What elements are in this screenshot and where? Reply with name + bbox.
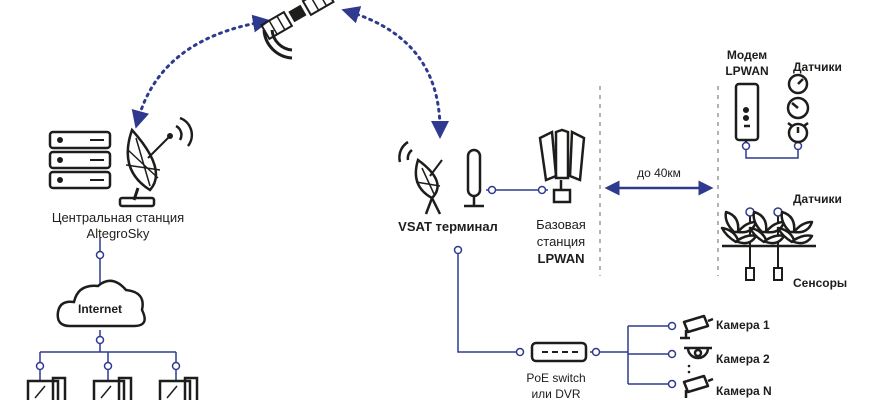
poe-line2: или DVR — [531, 387, 581, 400]
central-station-line2: AltegroSky — [86, 226, 150, 241]
central-station-label: Центральная станция AltegroSky — [52, 210, 184, 242]
client-computer-icon — [92, 376, 133, 400]
cloud-icon — [56, 279, 146, 328]
poe-switch-icon — [530, 341, 588, 363]
sensor-node-dots — [745, 207, 783, 217]
modem-icon — [734, 82, 760, 150]
vsat-poe-link — [453, 245, 525, 357]
vsat-antenna-icon — [464, 148, 484, 208]
satellite-link-right — [341, 6, 449, 139]
poe-switch-label: PoE switch или DVR — [526, 370, 585, 400]
base-station-line2: станция — [536, 234, 586, 249]
client-computer-icon — [26, 376, 67, 400]
poe-line1: PoE switch — [526, 371, 586, 385]
sensors-bottom-label: Сенсоры — [793, 276, 848, 290]
vsat-base-link — [486, 185, 548, 195]
alarm-clock-icon — [787, 122, 809, 144]
modem-sensors-link — [741, 141, 803, 159]
camera-2-label: Камера 2 — [716, 352, 770, 366]
vsat-label: VSAT терминал — [398, 219, 498, 234]
security-camera-icon — [682, 374, 714, 398]
internet-label: Internet — [77, 302, 123, 316]
camera-n-label: Камера N — [716, 384, 772, 398]
plant-icon — [720, 210, 758, 245]
plant-icon — [776, 210, 814, 245]
distance-label: до 40км — [637, 166, 681, 180]
satellite-dish-large-icon — [118, 116, 194, 208]
satellite-icon — [259, 0, 335, 60]
internet-clients-links — [35, 330, 181, 380]
modem-line2: LPWAN — [725, 64, 769, 78]
vsat-dish-icon — [398, 140, 443, 215]
sensors-top-label: Датчики — [793, 60, 842, 74]
sensors-mid-label: Датчики — [793, 192, 842, 206]
base-station-line3: LPWAN — [537, 251, 585, 266]
client-computer-icon — [158, 376, 199, 400]
plant-icon — [748, 210, 786, 245]
server-stack-icon — [48, 130, 112, 190]
gauge-icon — [786, 96, 810, 120]
dome-camera-icon — [684, 346, 712, 360]
central-station-line1: Центральная станция — [51, 210, 185, 225]
security-camera-icon — [680, 314, 714, 340]
modem-line1: Модем — [726, 48, 768, 62]
base-station-line1: Базовая — [536, 217, 586, 232]
modem-label: Модем LPWAN — [725, 47, 768, 79]
gauge-icon — [787, 73, 809, 95]
camera-dots — [687, 364, 691, 374]
poe-camera-links — [590, 321, 677, 389]
camera-1-label: Камера 1 — [716, 318, 770, 332]
base-station-icon — [538, 128, 586, 204]
base-station-label: Базовая станция LPWAN — [536, 216, 586, 267]
satellite-link-left — [131, 14, 271, 129]
